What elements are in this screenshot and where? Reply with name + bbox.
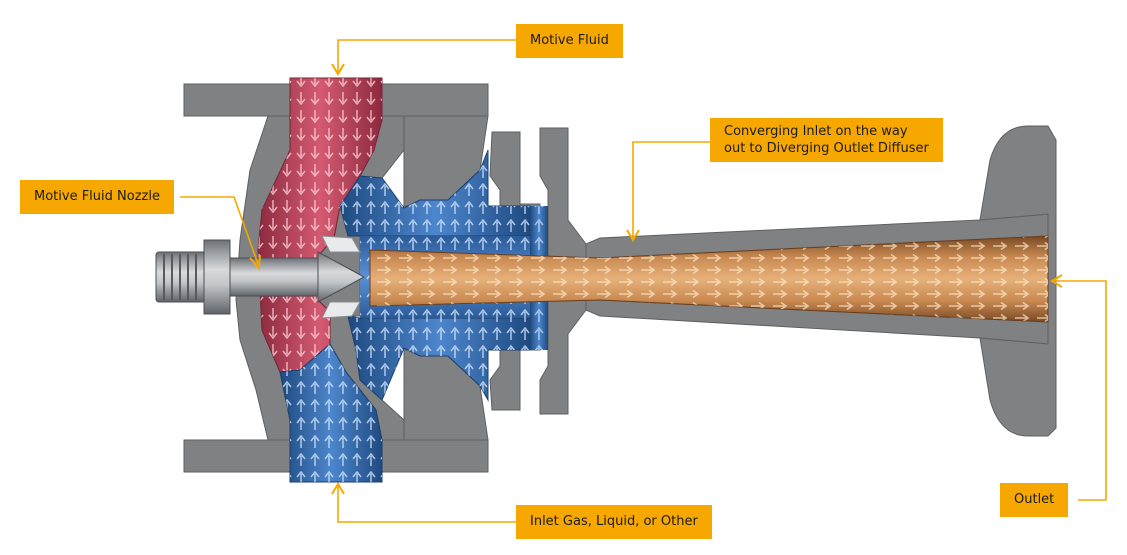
label-converging-inlet: Converging Inlet on the way out to Diver… — [710, 118, 943, 162]
leader-nozzle — [180, 196, 259, 265]
outlet-flange — [979, 125, 1057, 437]
leader-motive-fluid — [337, 39, 516, 72]
leader-outlet — [1054, 280, 1107, 501]
leader-converging — [632, 141, 710, 238]
label-inlet: Inlet Gas, Liquid, or Other — [516, 505, 712, 539]
leader-inlet — [337, 486, 516, 523]
motive-fluid-nozzle — [155, 235, 366, 319]
label-converging-line1: Converging Inlet on the way — [724, 124, 908, 139]
label-converging-line2: out to Diverging Outlet Diffuser — [724, 141, 929, 156]
label-outlet: Outlet — [1000, 483, 1069, 517]
label-motive-fluid: Motive Fluid — [516, 24, 623, 58]
motive-fluid-chamber — [257, 77, 383, 373]
label-motive-fluid-nozzle: Motive Fluid Nozzle — [20, 180, 174, 214]
leader-lines — [180, 39, 1107, 523]
